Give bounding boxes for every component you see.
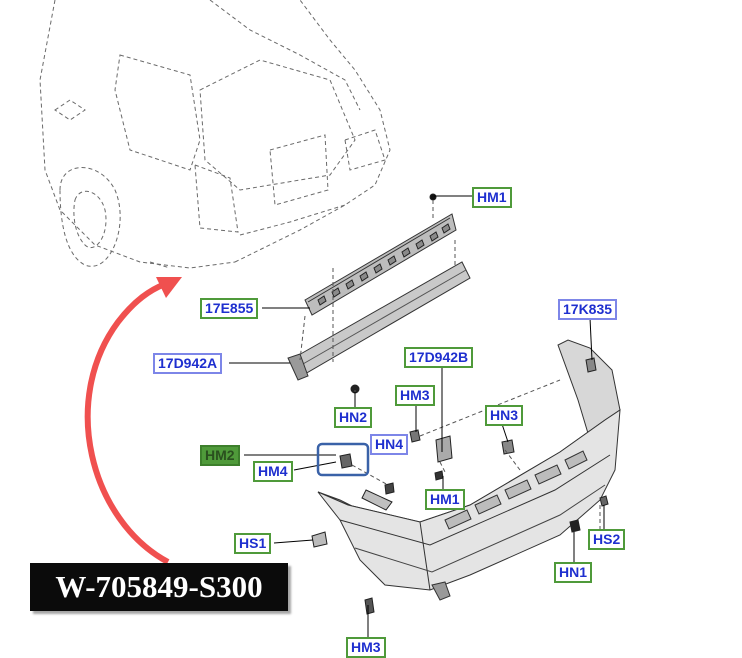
label-hs1: HS1 (234, 533, 272, 554)
label-17k835: 17K835 (558, 299, 618, 320)
part-number-banner: W-705849-S300 (30, 563, 288, 611)
label-hn1: HN1 (554, 562, 593, 583)
upper-grille-bar (304, 213, 457, 316)
label-hm2: HM2 (200, 445, 240, 466)
leader-lines (229, 195, 605, 640)
label-17e855: 17E855 (200, 298, 259, 319)
label-hm1-mid: HM1 (425, 489, 465, 510)
impact-bar (287, 261, 471, 381)
label-17d942b: 17D942B (404, 347, 474, 368)
label-hn3: HN3 (485, 405, 524, 426)
label-hm4: HM4 (253, 461, 293, 482)
vehicle-rear-outline (39, 0, 391, 269)
label-hm3-bottom: HM3 (346, 637, 386, 658)
label-hm3-mid: HM3 (395, 385, 435, 406)
label-hn4: HN4 (370, 434, 409, 455)
label-hm1-top: HM1 (472, 187, 512, 208)
red-callout-arrow (84, 277, 182, 565)
label-17d942a: 17D942A (153, 353, 223, 374)
label-hn2: HN2 (334, 407, 373, 428)
highlight-box (316, 442, 370, 477)
bumper-cover (317, 339, 621, 601)
label-hs2: HS2 (588, 529, 626, 550)
fasteners (311, 193, 609, 615)
